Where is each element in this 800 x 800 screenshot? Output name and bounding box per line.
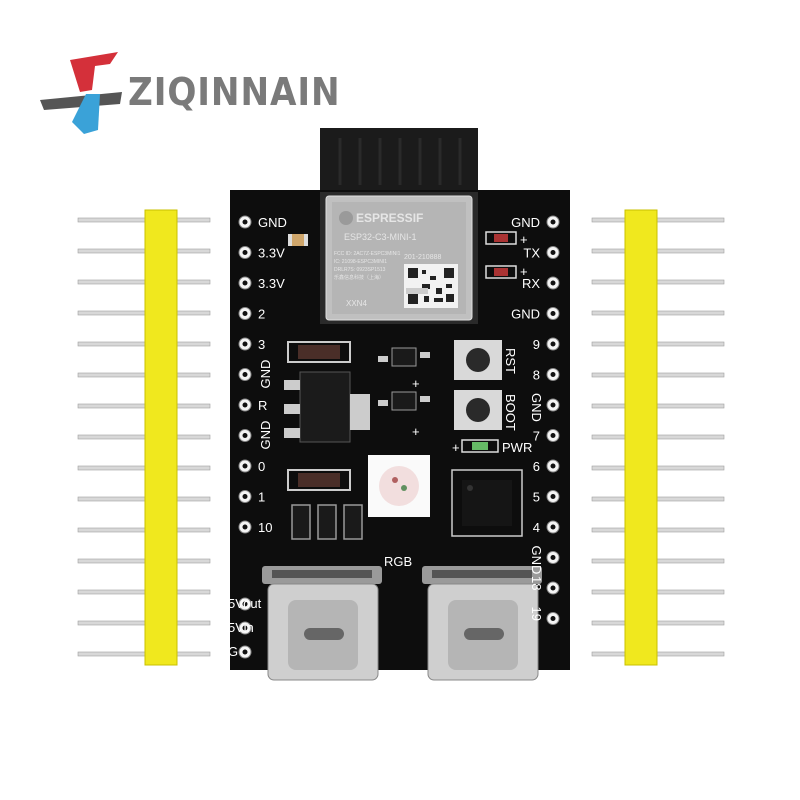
left-pin-label: GND bbox=[258, 360, 273, 389]
header-pin bbox=[591, 589, 725, 595]
left-pin-label: 5Vin bbox=[228, 620, 254, 635]
right-pin-label: GND bbox=[529, 546, 544, 575]
module-cert-line: 201-210888 bbox=[404, 254, 441, 261]
header-pin bbox=[77, 217, 211, 223]
pwr-label: PWR bbox=[502, 440, 532, 455]
qr-code-icon bbox=[404, 264, 458, 308]
module-fine-print-4: 乐鑫信息科技（上海） bbox=[334, 274, 384, 281]
header-pin bbox=[591, 434, 725, 440]
left-pin-label: GND bbox=[258, 215, 287, 230]
right-pin-label: GND bbox=[511, 215, 540, 230]
left-pin-label: G bbox=[228, 644, 238, 659]
header-pin bbox=[591, 248, 725, 254]
module-fine-print-3: DRLR7S: 0923SP1513 bbox=[334, 267, 386, 273]
header-pin bbox=[77, 434, 211, 440]
diode-plus-1: + bbox=[412, 424, 420, 439]
header-pin bbox=[77, 310, 211, 316]
boot-label: BOOT bbox=[503, 394, 518, 431]
left-pin-header bbox=[77, 209, 211, 666]
header-pin bbox=[77, 651, 211, 657]
module-fine-print-2: IC: 21098-ESPC3MINI1 bbox=[334, 259, 387, 265]
header-pin bbox=[77, 465, 211, 471]
left-pin-label: 2 bbox=[258, 307, 265, 322]
header-pin bbox=[591, 527, 725, 533]
header-pin bbox=[77, 527, 211, 533]
header-pin bbox=[77, 558, 211, 564]
module-code: XXN4 bbox=[346, 299, 367, 308]
rx-plus: + bbox=[520, 264, 528, 279]
module-fine-print-1: FCC ID: 2AC7Z-ESPC3MINI1 bbox=[334, 251, 401, 257]
header-pin bbox=[77, 403, 211, 409]
right-pin-label: RX bbox=[522, 276, 540, 291]
header-pin bbox=[77, 341, 211, 347]
header-pin bbox=[591, 465, 725, 471]
header-pin bbox=[77, 279, 211, 285]
brand-logo-mark bbox=[40, 52, 122, 134]
right-pin-label: 18 bbox=[529, 576, 544, 590]
header-pin bbox=[591, 558, 725, 564]
left-pin-label: GND bbox=[258, 421, 273, 450]
header-pin bbox=[591, 651, 725, 657]
right-pin-label: 5 bbox=[533, 490, 540, 505]
header-pin bbox=[591, 496, 725, 502]
right-pin-label: 7 bbox=[533, 429, 540, 444]
brand-name: ZIQINNAIN bbox=[128, 70, 341, 114]
rst-button[interactable] bbox=[454, 340, 502, 380]
left-pin-label: 3.3V bbox=[258, 276, 285, 291]
rst-label: RST bbox=[503, 348, 518, 374]
module-vendor: ESPRESSIF bbox=[356, 211, 423, 225]
header-pin bbox=[591, 620, 725, 626]
right-pin-label: 9 bbox=[533, 337, 540, 352]
header-pin bbox=[77, 589, 211, 595]
right-pin-header bbox=[591, 209, 725, 666]
boot-button[interactable] bbox=[454, 390, 502, 430]
header-pin bbox=[591, 310, 725, 316]
rgb-label: RGB bbox=[384, 554, 412, 569]
left-pin-label: 3 bbox=[258, 337, 265, 352]
esp32-module: ESPRESSIF ESP32-C3-MINI-1 FCC ID: 2AC7Z-… bbox=[320, 192, 478, 324]
header-pin bbox=[77, 372, 211, 378]
header-pin bbox=[77, 496, 211, 502]
header-pin bbox=[591, 341, 725, 347]
right-pin-label: 8 bbox=[533, 368, 540, 383]
right-pin-label: GND bbox=[511, 307, 540, 322]
left-pin-label: R bbox=[258, 398, 267, 413]
right-pin-label: 6 bbox=[533, 459, 540, 474]
tx-plus: + bbox=[520, 232, 528, 247]
right-pin-label: 4 bbox=[533, 520, 540, 535]
usb-c-port-right[interactable] bbox=[422, 566, 542, 681]
diode-plus-2: + bbox=[412, 376, 420, 391]
left-pin-label: 0 bbox=[258, 459, 265, 474]
left-pin-label: 5Vout bbox=[228, 596, 262, 611]
right-pin-label: 19 bbox=[529, 607, 544, 621]
components: + + + + + PWR RGB bbox=[284, 231, 532, 569]
header-pin bbox=[591, 372, 725, 378]
usb-c-port-left[interactable] bbox=[262, 566, 382, 681]
left-pin-label: 3.3V bbox=[258, 246, 285, 261]
pwr-plus: + bbox=[452, 440, 460, 455]
header-pin bbox=[77, 620, 211, 626]
header-pin bbox=[77, 248, 211, 254]
left-pin-label: 1 bbox=[258, 490, 265, 505]
header-pin bbox=[591, 403, 725, 409]
header-pin bbox=[591, 217, 725, 223]
module-model: ESP32-C3-MINI-1 bbox=[344, 232, 417, 242]
left-pin-label: 10 bbox=[258, 520, 272, 535]
header-pin bbox=[591, 279, 725, 285]
right-pin-label: TX bbox=[523, 246, 540, 261]
right-pin-label: GND bbox=[529, 393, 544, 422]
pin-holes bbox=[238, 215, 560, 659]
